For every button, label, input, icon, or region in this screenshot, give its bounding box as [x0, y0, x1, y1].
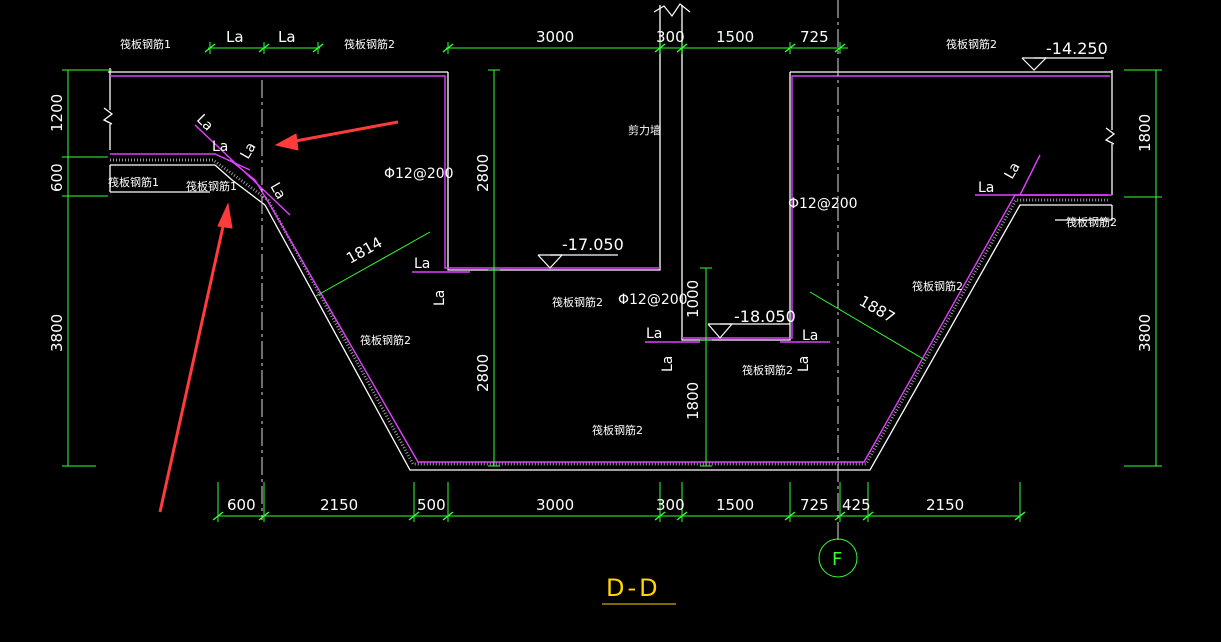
left-wall-outline	[447, 5, 661, 271]
annotation-arrows[interactable]	[158, 120, 399, 513]
la-label-wall-left-v: La	[432, 290, 448, 306]
dim-slope-1814: 1814	[343, 233, 385, 267]
dim-slope-1814	[315, 231, 431, 297]
dim-bottom-3000: 3000	[536, 496, 574, 514]
dim-top-la-2: La	[278, 28, 296, 46]
dim-bottom-300: 300	[656, 496, 685, 514]
la-label-diag-2: La	[238, 140, 260, 162]
note-slab-rebar-2-bottom: 筏板钢筋2	[592, 423, 643, 437]
level-marker-2	[537, 254, 564, 269]
dim-right-3800: 3800	[1136, 314, 1154, 352]
dim-inner-2800-lower: 2800	[474, 354, 492, 392]
la-label-pit-right: La	[802, 328, 818, 344]
concrete-outline	[102, 5, 1116, 471]
dim-inner-2800-upper: 2800	[474, 154, 492, 192]
la-label-pit-right-v: La	[796, 356, 812, 372]
note-slab-rebar-1-top: 筏板钢筋1	[120, 37, 171, 51]
level-14250: -14.250	[1046, 39, 1108, 58]
rebar-left-step	[110, 153, 251, 171]
la-label-pit-left: La	[646, 326, 662, 342]
rebar-pit-bottom	[229, 159, 1108, 463]
dim-bottom-600: 600	[227, 496, 256, 514]
break-line-right	[1104, 127, 1116, 145]
dim-inner-1800: 1800	[684, 382, 702, 420]
concrete-hatch	[110, 158, 1108, 466]
arrow-2-head[interactable]	[217, 202, 233, 229]
dim-top-1500: 1500	[716, 28, 754, 46]
right-step	[1055, 205, 1113, 221]
arrow-1-head[interactable]	[274, 133, 299, 151]
la-label-pit-left-v: La	[660, 356, 676, 372]
level-18050: -18.050	[734, 307, 796, 326]
dim-bottom-425: 425	[842, 496, 871, 514]
rebar-anchor-diag	[194, 124, 291, 216]
dim-bottom-1500: 1500	[716, 496, 754, 514]
rebar-top-right	[682, 75, 1110, 339]
dim-left-600: 600	[48, 163, 66, 192]
rebar-top-left	[110, 75, 660, 269]
note-shear-wall: 剪力墙	[628, 123, 661, 137]
hatch-bottom	[110, 158, 1108, 466]
la-label-diag-3: La	[267, 180, 289, 202]
note-slab-rebar-2-slope-right: 筏板钢筋2	[912, 279, 963, 293]
rebar-spec-right-wall: Φ12@200	[788, 196, 858, 212]
dim-top-3000: 3000	[536, 28, 574, 46]
note-slab-rebar-2-pit: 筏板钢筋2	[552, 295, 603, 309]
la-label-diag-1: La	[193, 112, 216, 135]
dim-bottom-2150-right: 2150	[926, 496, 964, 514]
axis-label: F	[832, 549, 842, 570]
dim-top-la-1: La	[226, 28, 244, 46]
section-title: D-D	[606, 574, 661, 602]
rebar-spec-left-wall: Φ12@200	[384, 166, 454, 182]
dim-slope-1887: 1887	[856, 292, 898, 327]
dim-top-300: 300	[656, 28, 685, 46]
dim-bottom-725: 725	[800, 496, 829, 514]
note-slab-rebar-1-step: 筏板钢筋1	[186, 179, 237, 193]
right-wall-outline	[681, 5, 791, 341]
dim-right-1800: 1800	[1136, 114, 1154, 152]
dim-slope-1887	[809, 291, 926, 361]
level-marker-3	[707, 323, 734, 339]
dim-top-725: 725	[800, 28, 829, 46]
axis-bubble	[818, 538, 858, 578]
level-marker-1	[1021, 57, 1048, 71]
dim-bottom-500: 500	[417, 496, 446, 514]
dimension-ticks	[204, 43, 1026, 521]
arrow-2-shaft[interactable]	[158, 221, 226, 513]
note-slab-rebar-2-slope: 筏板钢筋2	[360, 333, 411, 347]
wall-break-line	[653, 3, 691, 18]
dim-bottom-2150: 2150	[320, 496, 358, 514]
la-label-right-diag: La	[1002, 160, 1024, 182]
dim-inner-1000: 1000	[684, 280, 702, 318]
note-slab-rebar-2-right: 筏板钢筋2	[1066, 215, 1117, 229]
pit-bottom-outer	[110, 164, 1112, 471]
la-label-wall-left: La	[414, 256, 430, 272]
la-label-right: La	[978, 180, 994, 196]
note-slab-rebar-2-top: 筏板钢筋2	[344, 37, 395, 51]
note-slab-rebar-2-pitbottom: 筏板钢筋2	[742, 363, 793, 377]
break-line-left	[102, 107, 114, 125]
rebar-lines	[110, 75, 1112, 463]
la-label-left: La	[212, 139, 228, 155]
dim-left-1200: 1200	[48, 94, 66, 132]
note-slab-rebar-1-left: 筏板钢筋1	[108, 175, 159, 189]
arrow-1-shaft[interactable]	[289, 120, 399, 144]
rebar-spec-pit: Φ12@200	[618, 292, 688, 308]
level-17050: -17.050	[562, 235, 624, 254]
level-markers	[537, 3, 1104, 339]
rebar-anchor-right	[1019, 154, 1041, 196]
dim-left-3800: 3800	[48, 314, 66, 352]
note-slab-rebar-2-top-right: 筏板钢筋2	[946, 37, 997, 51]
